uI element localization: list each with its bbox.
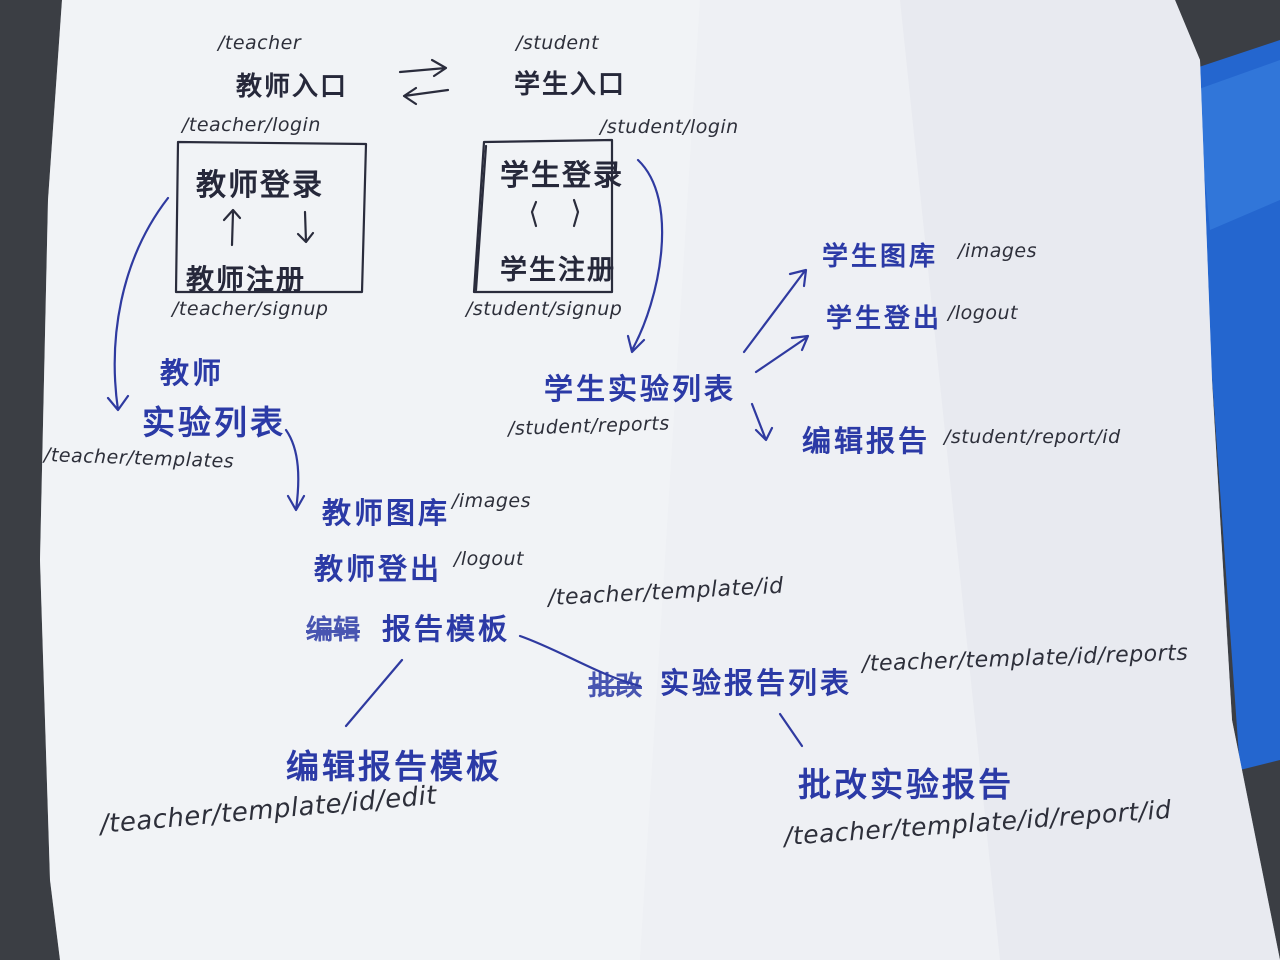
report-list-label: 实验报告列表 [660, 666, 853, 700]
student-login-label: 学生登录 [500, 158, 625, 192]
arrow-student-reports [626, 158, 664, 354]
teacher-signup-route: /teacher/signup [172, 298, 329, 320]
arrow-teacher-images [284, 428, 306, 512]
teacher-entry-label: 教师入口 [236, 72, 349, 102]
teacher-templates-label-1: 教师 [160, 356, 225, 390]
student-logout-route: /logout [948, 302, 1018, 324]
student-entry-route: /student [516, 32, 600, 54]
student-login-route: /student/login [600, 116, 739, 138]
student-entry-label: 学生入口 [514, 70, 627, 100]
student-login-box [472, 138, 614, 294]
arrow-teacher-templates [106, 196, 170, 412]
teacher-login-route: /teacher/login [182, 114, 321, 136]
edit-template-label: 编辑报告模板 [286, 747, 502, 786]
student-logout-label: 学生登出 [826, 304, 943, 334]
swap-arrow-icon [398, 58, 448, 78]
teacher-templates-label-2: 实验列表 [142, 403, 286, 442]
student-signup-label: 学生注册 [500, 255, 616, 286]
student-reports-label: 学生实验列表 [544, 372, 737, 406]
teacher-logout-label: 教师登出 [314, 552, 443, 586]
student-images-route: /images [958, 240, 1037, 262]
student-signup-route: /student/signup [466, 298, 623, 320]
template-struck-word: 编辑 [306, 615, 360, 646]
student-edit-report-label: 编辑报告 [802, 424, 931, 458]
grade-report-label: 批改实验报告 [798, 765, 1014, 804]
teacher-images-label: 教师图库 [322, 496, 451, 530]
student-images-label: 学生图库 [822, 242, 939, 272]
student-edit-report-route: /student/report/id [944, 426, 1121, 448]
teacher-login-box [174, 140, 368, 294]
report-list-struck-word: 批改 [588, 671, 642, 702]
teacher-signup-label: 教师注册 [186, 263, 307, 296]
teacher-entry-route: /teacher [218, 32, 302, 54]
teacher-images-route: /images [452, 490, 531, 512]
teacher-login-label: 教师登录 [196, 168, 324, 203]
report-template-label: 报告模板 [382, 612, 511, 646]
teacher-logout-route: /logout [454, 548, 524, 570]
